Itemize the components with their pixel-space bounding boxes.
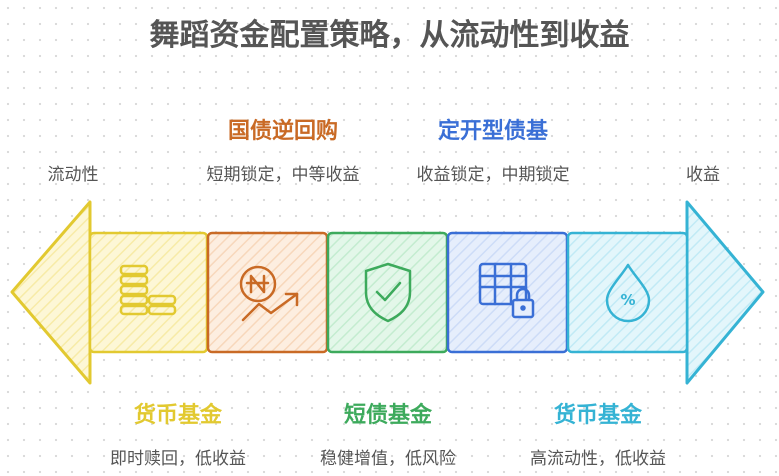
desc-fixed-bond: 收益锁定，中期锁定 <box>416 165 570 185</box>
segment-reverse-repo <box>206 231 329 354</box>
coin-stack-icon <box>119 264 177 316</box>
desc-short-bond: 稳健增值，低风险 <box>320 449 456 469</box>
segment-short-bond <box>326 231 449 354</box>
segment-fixed-bond <box>446 231 569 354</box>
coin-growth-icon <box>239 265 299 322</box>
label-reverse-repo: 国债逆回购 <box>227 119 339 144</box>
percent-symbol: % <box>620 291 635 309</box>
desc-money-fund-1: 即时赎回，低收益 <box>110 449 246 469</box>
percent-drop-icon <box>605 263 651 323</box>
segment-money-fund-1 <box>88 231 209 354</box>
desc-money-fund-2: 高流动性，低收益 <box>530 449 666 469</box>
shield-check-icon <box>364 262 412 323</box>
page-title: 舞蹈资金配置策略，从流动性到收益 <box>149 18 630 53</box>
right-arrowhead <box>685 200 765 385</box>
locked-table-icon <box>478 262 535 319</box>
label-short-bond: 短债基金 <box>343 403 433 428</box>
desc-reverse-repo: 短期锁定，中等收益 <box>206 165 360 185</box>
label-fixed-bond: 定开型债基 <box>437 119 549 144</box>
segment-money-fund-2 <box>566 231 689 354</box>
axis-right-label: 收益 <box>686 165 720 185</box>
label-money-fund-2: 货币基金 <box>553 403 643 428</box>
left-arrowhead <box>10 200 92 385</box>
axis-left-label: 流动性 <box>47 165 99 185</box>
label-money-fund-1: 货币基金 <box>133 403 223 428</box>
